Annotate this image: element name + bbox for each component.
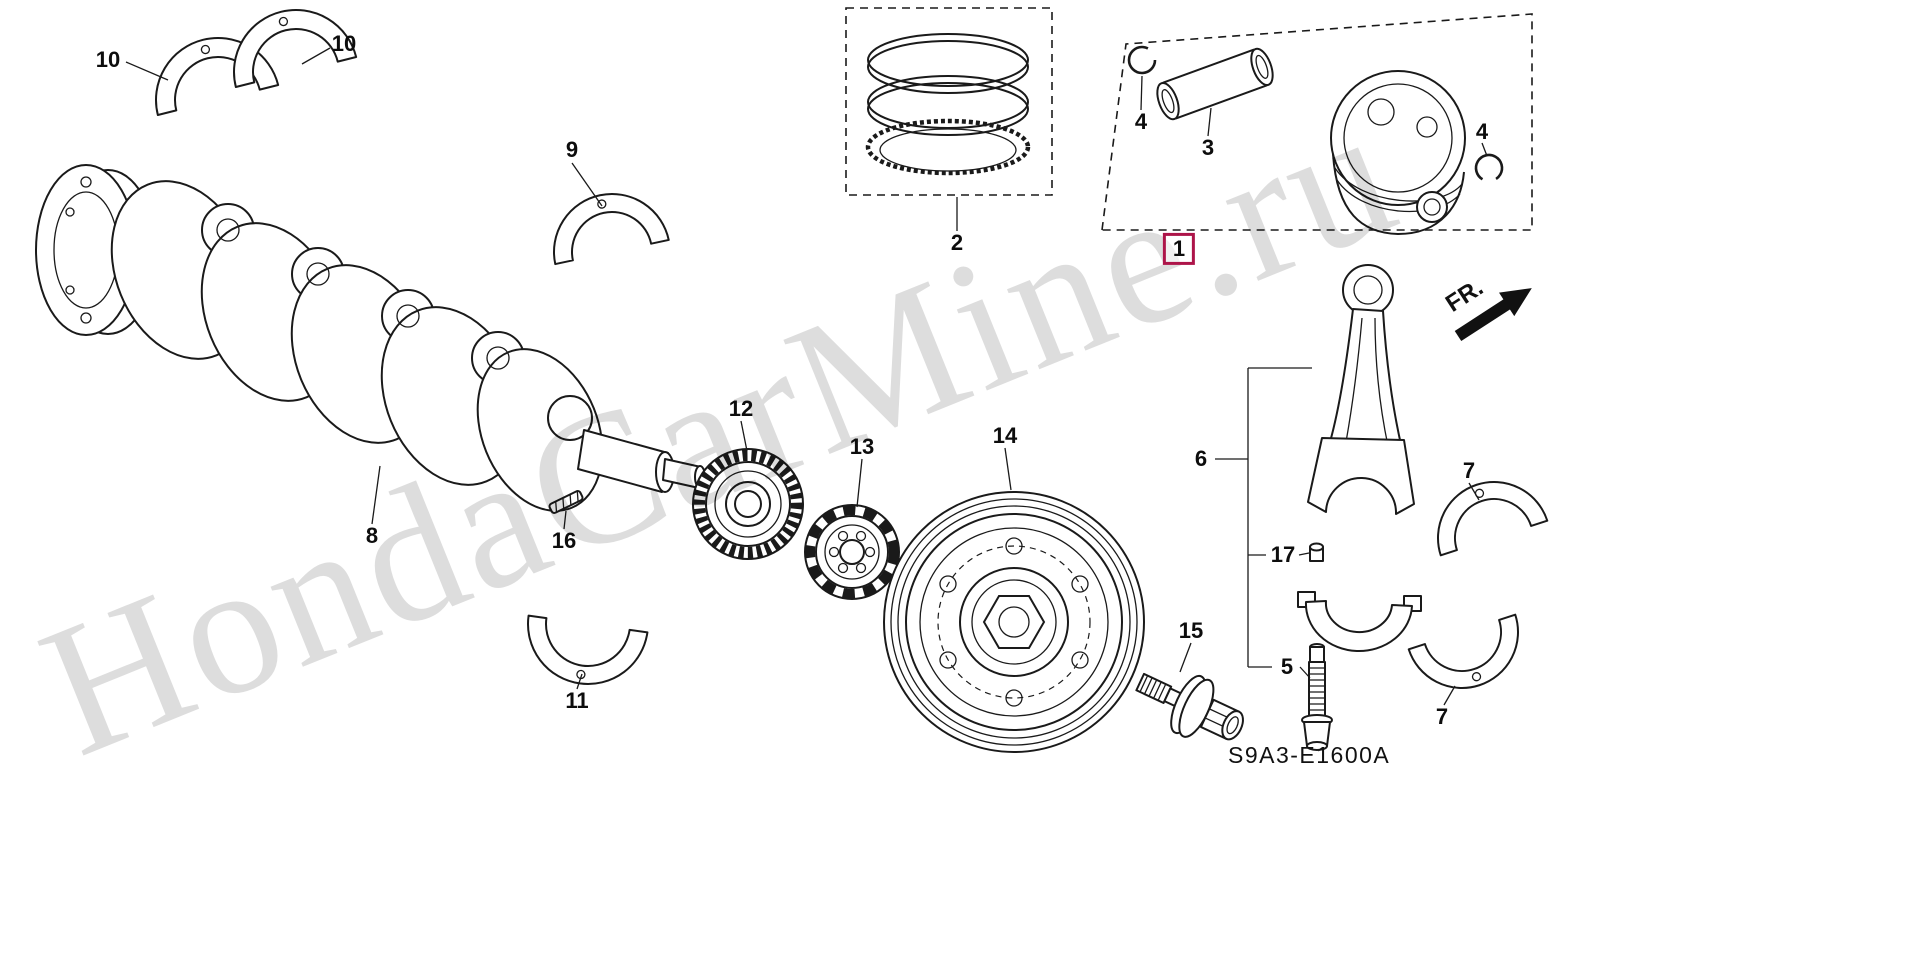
rod-bearing-shell-drawing	[1437, 481, 1549, 557]
callout-13[interactable]: 13	[849, 433, 875, 459]
callout-3[interactable]: 3	[1201, 134, 1215, 160]
callout-16[interactable]: 16	[551, 527, 577, 553]
crank-pulley-drawing	[883, 491, 1145, 753]
main-bearing-shell-drawing	[233, 9, 358, 88]
leader-lines	[125, 47, 1488, 706]
fr-direction-arrow	[1454, 288, 1532, 342]
piston-ring-set-drawing	[845, 7, 1053, 196]
callout-11[interactable]: 11	[565, 687, 589, 713]
callout-4-right[interactable]: 4	[1475, 118, 1489, 144]
rod-cap-drawing	[1297, 591, 1422, 652]
snap-ring-drawing	[1474, 153, 1504, 183]
thrust-bearing-shell-drawing	[527, 614, 649, 685]
rod-bearing-shell-drawing	[1407, 613, 1519, 689]
piston-drawing	[1330, 70, 1466, 236]
connecting-rod-drawing	[1307, 264, 1415, 515]
piston-pin-drawing	[1156, 47, 1274, 121]
callout-8[interactable]: 8	[365, 522, 379, 548]
callout-4-left[interactable]: 4	[1134, 108, 1148, 134]
key-drawing	[548, 490, 584, 514]
callout-10-upper-right[interactable]: 10	[331, 30, 357, 56]
callout-17[interactable]: 17	[1270, 541, 1296, 567]
crankshaft-drawing	[35, 164, 706, 512]
pulser-plate-drawing	[804, 504, 900, 600]
callout-7-upper[interactable]: 7	[1462, 457, 1476, 483]
dowel-pin-drawing	[1309, 542, 1324, 562]
callout-1-highlighted[interactable]: 1	[1162, 232, 1196, 266]
callout-6[interactable]: 6	[1194, 445, 1208, 471]
callout-10-upper-left[interactable]: 10	[95, 46, 121, 72]
pulley-bolt-drawing	[1135, 672, 1244, 741]
callout-2[interactable]: 2	[950, 229, 964, 255]
callout-12[interactable]: 12	[728, 395, 754, 421]
main-bearing-shell-drawing	[553, 193, 670, 266]
callout-9[interactable]: 9	[565, 136, 579, 162]
rod-bolt-drawing	[1301, 643, 1333, 751]
callout-7-lower[interactable]: 7	[1435, 703, 1449, 729]
diagram-code: S9A3-E1600A	[1228, 742, 1391, 768]
piston-kit-drawing	[1101, 13, 1533, 236]
snap-ring-drawing	[1127, 45, 1157, 75]
callout-14[interactable]: 14	[992, 422, 1018, 448]
callout-5[interactable]: 5	[1280, 653, 1294, 679]
timing-gear-drawing	[692, 448, 804, 560]
callout-15[interactable]: 15	[1178, 617, 1204, 643]
